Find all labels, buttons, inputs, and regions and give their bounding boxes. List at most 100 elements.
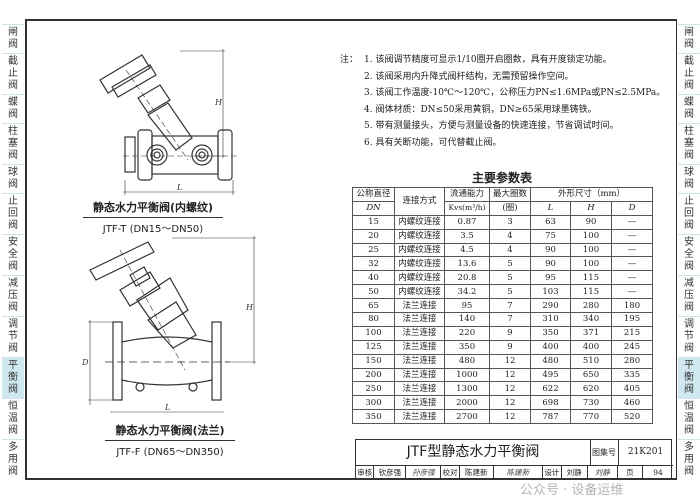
drawing-frame — [25, 19, 677, 480]
side-tab-label: 截止阀 — [684, 56, 694, 91]
reviewer: 钦彦强 — [374, 465, 407, 480]
table-cell: 215 — [611, 325, 653, 341]
table-cell: 5 — [489, 284, 531, 300]
side-tab[interactable]: 闸阀 — [2, 24, 24, 53]
table-cell: 350 — [352, 409, 395, 425]
table-cell: 12 — [489, 367, 531, 383]
header-kv: 流通能力 — [444, 187, 490, 202]
caption-flanged-model: JTF-F (DN65～DN350) — [116, 447, 224, 458]
side-tab[interactable]: 球阀 — [2, 164, 24, 193]
dim-L-threaded: L — [176, 183, 182, 192]
table-cell: 75 — [530, 228, 571, 244]
table-cell: 100 — [570, 228, 612, 244]
table-cell: 280 — [611, 353, 653, 369]
watermark: 公众号 · 设备运维 — [520, 483, 624, 498]
header-turns-sub: (圈) — [489, 200, 531, 216]
table-cell: 622 — [530, 381, 571, 397]
side-tab[interactable]: 柱塞阀 — [2, 123, 24, 164]
header-conn: 连接方式 — [394, 187, 445, 216]
side-tab[interactable]: 安全阀 — [2, 234, 24, 275]
side-tab-label: 安全阀 — [684, 237, 694, 272]
table-cell: 220 — [444, 325, 490, 341]
table-cell: 405 — [611, 381, 653, 397]
table-cell: 195 — [611, 312, 653, 327]
note-item: 3. 该阀工作温度-10℃～120℃，公称压力PN≤1.6MPa或PN≤2.5M… — [364, 88, 666, 98]
side-tab-label: 柱塞阀 — [684, 126, 694, 161]
side-tab[interactable]: 恒温阀 — [2, 398, 24, 439]
side-tab-label: 多用阀 — [8, 442, 18, 477]
designer-signature: 刘静 — [588, 465, 618, 480]
table-cell: 法兰连接 — [394, 367, 445, 383]
side-tab[interactable]: 闸阀 — [678, 24, 700, 53]
side-tab[interactable]: 减压阀 — [2, 275, 24, 316]
side-tab[interactable]: 蝶阀 — [678, 94, 700, 123]
note-item: 2. 该阀采用内升降式阀杆结构，无需预留操作空间。 — [364, 71, 574, 82]
caption-threaded-model: JTF-T (DN15～DN50) — [102, 224, 204, 235]
table-cell: 115 — [570, 270, 612, 286]
table-cell: 1300 — [444, 381, 490, 397]
table-cell: 335 — [611, 367, 653, 383]
side-tab[interactable]: 止回阀 — [2, 193, 24, 234]
table-cell: 495 — [530, 367, 571, 383]
signature-row: 审核 钦彦强 孙彦强 校对 陈建新 陈建新 设计 刘静 刘静 页 94 — [356, 465, 673, 480]
side-tabs-left: 闸阀截止阀蝶阀柱塞阀球阀止回阀安全阀减压阀调节阀平衡阀恒温阀多用阀 — [2, 24, 24, 480]
side-tab[interactable]: 调节阀 — [678, 316, 700, 357]
side-tab[interactable]: 多用阀 — [2, 439, 24, 480]
table-cell: 40 — [352, 270, 395, 286]
header-D: D — [611, 200, 653, 216]
side-tab-label: 平衡阀 — [684, 360, 694, 395]
side-tab[interactable]: 球阀 — [678, 164, 700, 193]
side-tab[interactable]: 多用阀 — [678, 439, 700, 480]
note-item: 6. 具有关断功能，可代替截止阀。 — [364, 137, 502, 148]
table-cell: 180 — [611, 298, 653, 314]
side-tab[interactable]: 蝶阀 — [2, 94, 24, 123]
table-cell: — — [611, 270, 653, 286]
designer: 刘静 — [562, 465, 588, 480]
side-tab-label: 闸阀 — [684, 27, 694, 50]
table-cell: 13.6 — [444, 256, 490, 272]
side-tab[interactable]: 调节阀 — [2, 316, 24, 357]
side-tab[interactable]: 平衡阀 — [678, 357, 700, 398]
side-tab-label: 平衡阀 — [8, 360, 18, 395]
table-cell: 7 — [489, 312, 531, 327]
checker: 陈建新 — [460, 465, 494, 480]
table-cell: 65 — [352, 298, 395, 314]
table-cell: 内螺纹连接 — [394, 214, 445, 230]
table-cell: 12 — [489, 381, 531, 397]
side-tab-label: 止回阀 — [684, 196, 694, 231]
side-tab-label: 柱塞阀 — [8, 126, 18, 161]
check-label: 校对 — [441, 465, 460, 480]
side-tab[interactable]: 止回阀 — [678, 193, 700, 234]
side-tab[interactable]: 截止阀 — [678, 53, 700, 94]
side-tab[interactable]: 安全阀 — [678, 234, 700, 275]
table-cell: 内螺纹连接 — [394, 284, 445, 300]
side-tab[interactable]: 平衡阀 — [2, 357, 24, 398]
side-tab-label: 安全阀 — [8, 237, 18, 272]
side-tab[interactable]: 截止阀 — [2, 53, 24, 94]
table-cell: 730 — [570, 395, 612, 411]
table-cell: 95 — [530, 270, 571, 286]
caption-flanged-title: 静态水力平衡阀(法兰) — [105, 422, 235, 441]
side-tab-label: 截止阀 — [8, 56, 18, 91]
side-tab-label: 调节阀 — [684, 319, 694, 354]
table-cell: 内螺纹连接 — [394, 270, 445, 286]
atlas-label: 图集号 — [590, 440, 619, 466]
threaded-valve-drawing — [99, 49, 240, 195]
table-cell: 698 — [530, 395, 571, 411]
dim-H-flanged: H — [245, 303, 254, 312]
table-cell: 400 — [530, 339, 571, 355]
table-cell: 0.87 — [444, 214, 490, 230]
side-tab[interactable]: 柱塞阀 — [678, 123, 700, 164]
table-cell: 290 — [530, 298, 571, 314]
table-cell: 280 — [570, 298, 612, 314]
side-tab[interactable]: 减压阀 — [678, 275, 700, 316]
table-cell: 内螺纹连接 — [394, 228, 445, 244]
review-label: 审核 — [356, 465, 375, 480]
side-tab[interactable]: 恒温阀 — [678, 398, 700, 439]
table-cell: 310 — [530, 312, 571, 327]
